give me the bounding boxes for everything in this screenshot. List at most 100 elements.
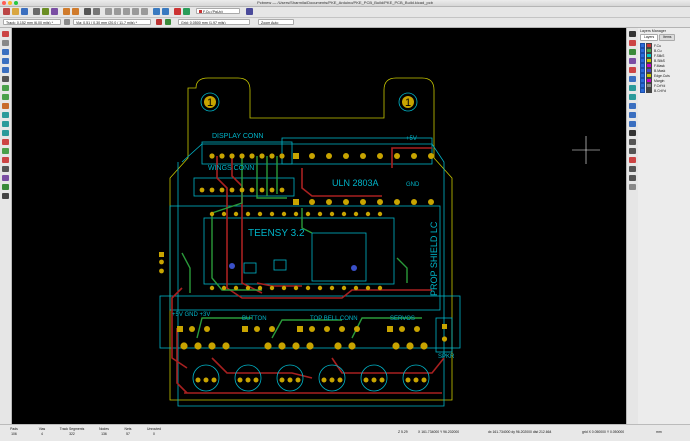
layer-row-fmask[interactable]: F.Mask xyxy=(638,63,690,68)
layer-pair-icon[interactable] xyxy=(246,8,253,15)
pad-sketch-icon[interactable] xyxy=(2,139,9,145)
close-window-button[interactable] xyxy=(2,1,6,5)
layer-color-swatch[interactable] xyxy=(646,78,652,83)
print-icon[interactable] xyxy=(84,8,91,15)
active-layer-select[interactable]: F.Cu (PgUp) xyxy=(196,8,240,14)
via-sketch-icon[interactable] xyxy=(2,148,9,154)
layer-visibility-checkbox[interactable] xyxy=(640,48,645,53)
drc-toggle-icon[interactable] xyxy=(2,31,9,37)
ratsnest-icon[interactable] xyxy=(2,85,9,91)
page-settings-icon[interactable] xyxy=(33,8,40,15)
layer-row-fcu[interactable]: F.Cu xyxy=(638,43,690,48)
layer-visibility-checkbox[interactable] xyxy=(640,68,645,73)
layer-visibility-checkbox[interactable] xyxy=(640,63,645,68)
delete-tool-icon[interactable] xyxy=(629,157,636,163)
layer-visibility-checkbox[interactable] xyxy=(640,73,645,78)
teensy-top-pads[interactable] xyxy=(209,211,383,217)
layer-color-swatch[interactable] xyxy=(646,83,652,88)
zoom-selection-icon[interactable] xyxy=(141,8,148,15)
minimize-window-button[interactable] xyxy=(8,1,12,5)
add-via-icon[interactable] xyxy=(629,76,636,82)
local-ratsnest-icon[interactable] xyxy=(629,49,636,55)
tab-layers[interactable]: Layers xyxy=(640,34,659,41)
cursor-shape-icon[interactable] xyxy=(2,76,9,82)
zoom-in-icon[interactable] xyxy=(105,8,112,15)
inches-units-icon[interactable] xyxy=(2,58,9,64)
microwave-tools-icon[interactable] xyxy=(2,175,9,181)
footprint-editor-icon[interactable] xyxy=(51,8,58,15)
new-board-icon[interactable] xyxy=(3,8,10,15)
mount-hole-right[interactable] xyxy=(402,96,414,108)
track-sketch-icon[interactable] xyxy=(2,157,9,163)
layer-visibility-checkbox[interactable] xyxy=(640,58,645,63)
via[interactable] xyxy=(229,263,235,269)
undo-icon[interactable] xyxy=(63,8,70,15)
uln-top-pads[interactable] xyxy=(293,153,434,159)
zoom-fit-icon[interactable] xyxy=(132,8,139,15)
teensy-bottom-pads[interactable] xyxy=(209,285,383,291)
layer-color-swatch[interactable] xyxy=(646,48,652,53)
layer-color-swatch[interactable] xyxy=(646,53,652,58)
redo-icon[interactable] xyxy=(72,8,79,15)
layer-visibility-checkbox[interactable] xyxy=(640,53,645,58)
pcb-canvas[interactable]: 1 1 xyxy=(12,28,626,424)
route-track-icon[interactable] xyxy=(629,67,636,73)
layer-row-fcrtyd[interactable]: F.CrtYd xyxy=(638,83,690,88)
layer-color-swatch[interactable] xyxy=(646,43,652,48)
rotate-icon[interactable] xyxy=(153,8,160,15)
via[interactable] xyxy=(351,265,357,271)
add-keepout-icon[interactable] xyxy=(629,94,636,100)
layer-row-edgecuts[interactable]: Edge.Cuts xyxy=(638,73,690,78)
grid-select[interactable]: Grid: 0.0500 mm (1.97 mils) xyxy=(178,19,250,25)
layers-manager-toggle-icon[interactable] xyxy=(2,184,9,190)
bottom-conn-pads[interactable] xyxy=(177,324,448,342)
polar-coords-icon[interactable] xyxy=(2,49,9,55)
via-size-select[interactable]: Via: 0.51 / 0.30 mm (20.0 / 11.7 mils) * xyxy=(73,19,151,25)
add-dimension-icon[interactable] xyxy=(629,139,636,145)
save-icon[interactable] xyxy=(21,8,28,15)
zone-fill-icon[interactable] xyxy=(2,112,9,118)
netlist-icon[interactable] xyxy=(183,8,190,15)
grid-origin-icon[interactable] xyxy=(629,175,636,181)
add-text-icon[interactable] xyxy=(629,130,636,136)
track-width-select[interactable]: Track: 0.152 mm (6.00 mils) * xyxy=(3,19,61,25)
grid-toggle-icon[interactable] xyxy=(2,40,9,46)
add-target-icon[interactable] xyxy=(629,148,636,154)
zone-outline-icon[interactable] xyxy=(2,121,9,127)
zoom-window-button[interactable] xyxy=(14,1,18,5)
layer-color-swatch[interactable] xyxy=(646,63,652,68)
auto-delete-track-icon[interactable] xyxy=(2,103,9,109)
display-conn-pads[interactable] xyxy=(209,153,285,159)
tab-items[interactable]: Items xyxy=(659,34,676,41)
layer-row-bcu[interactable]: B.Cu xyxy=(638,48,690,53)
highlight-net-icon[interactable] xyxy=(629,40,636,46)
layer-visibility-checkbox[interactable] xyxy=(640,78,645,83)
layer-row-bmask[interactable]: B.Mask xyxy=(638,68,690,73)
layer-row-bsilks[interactable]: B.SilkS xyxy=(638,58,690,63)
transistors[interactable] xyxy=(192,364,430,392)
add-circle-icon[interactable] xyxy=(629,112,636,118)
module-ratsnest-icon[interactable] xyxy=(2,94,9,100)
wings-conn-pads[interactable] xyxy=(199,187,285,193)
pcb-drawing[interactable]: 1 1 xyxy=(12,28,626,424)
layer-color-swatch[interactable] xyxy=(646,68,652,73)
plot-icon[interactable] xyxy=(93,8,100,15)
3d-viewer-icon[interactable] xyxy=(2,193,9,199)
layer-row-bcrtyd[interactable]: B.CrtYd xyxy=(638,88,690,93)
measure-tool-icon[interactable] xyxy=(629,184,636,190)
mount-hole-left[interactable] xyxy=(204,96,216,108)
open-board-icon[interactable] xyxy=(12,8,19,15)
drc-icon[interactable] xyxy=(174,8,181,15)
library-browser-icon[interactable] xyxy=(42,8,49,15)
uln-bottom-pads[interactable] xyxy=(293,199,434,205)
add-line-icon[interactable] xyxy=(629,103,636,109)
show-via-icon[interactable] xyxy=(165,19,171,25)
mm-units-icon[interactable] xyxy=(2,67,9,73)
drill-origin-icon[interactable] xyxy=(629,166,636,172)
layer-visibility-checkbox[interactable] xyxy=(640,43,645,48)
auto-track-width-icon[interactable] xyxy=(64,19,70,25)
layer-row-margin[interactable]: Margin xyxy=(638,78,690,83)
zone-hide-icon[interactable] xyxy=(2,130,9,136)
left-header-pads[interactable] xyxy=(159,252,164,274)
layer-color-swatch[interactable] xyxy=(646,88,652,93)
